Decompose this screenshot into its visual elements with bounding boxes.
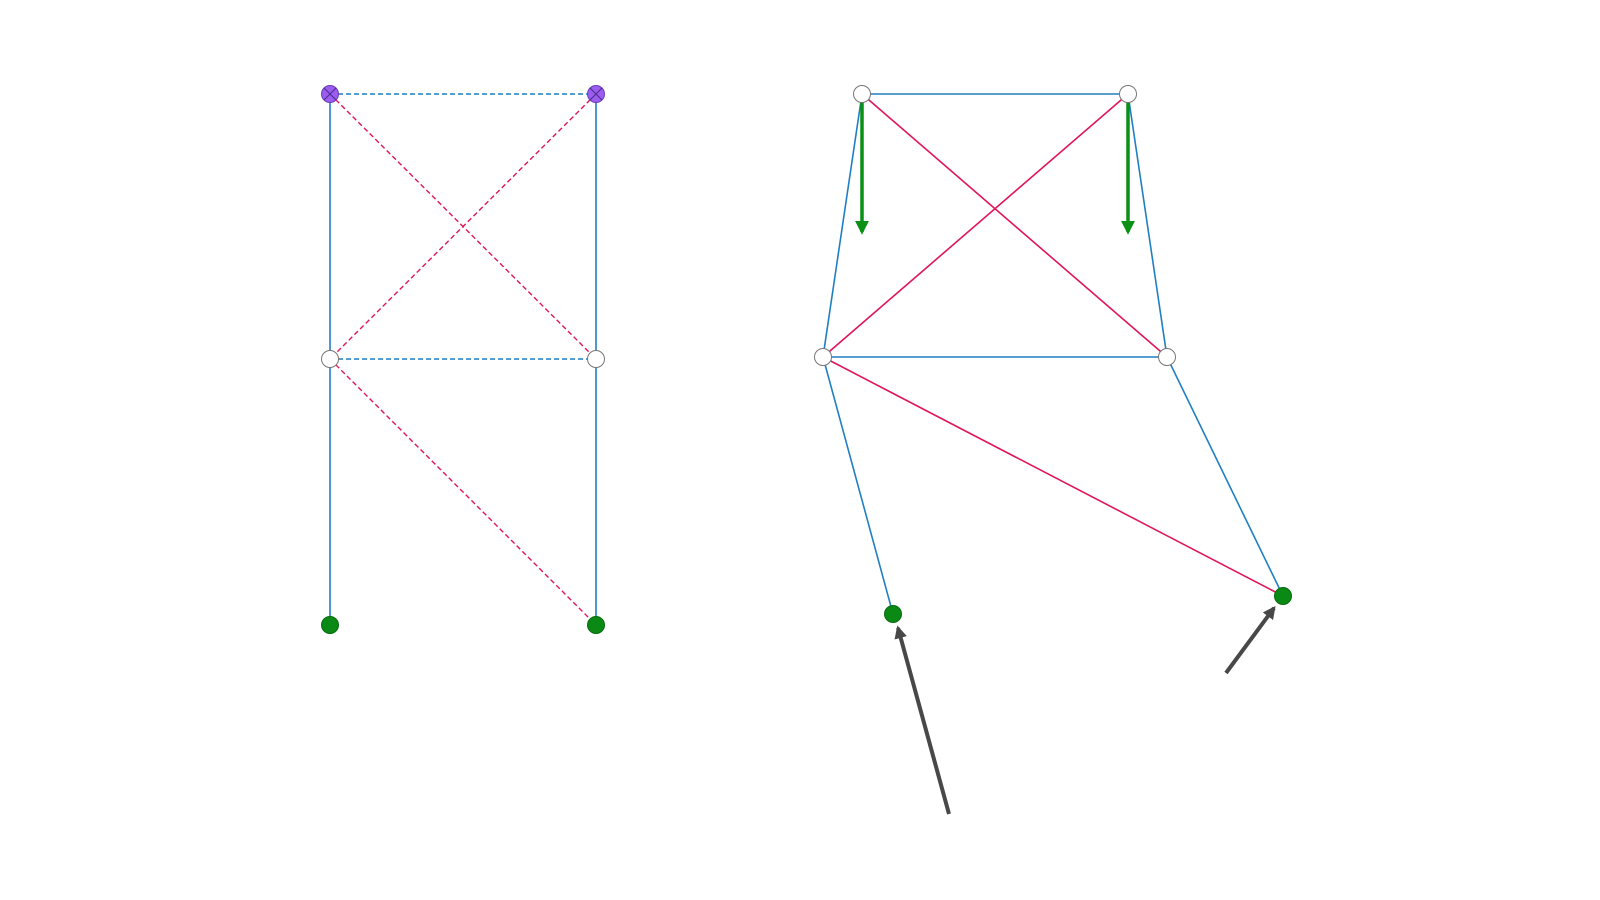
member-upper-diagonal-2	[329, 93, 597, 360]
reaction-arrow-icon	[894, 625, 951, 815]
member-lower-diagonal	[822, 356, 1284, 597]
member-diagonal-2	[822, 93, 1129, 358]
reaction-arrow-icon	[1224, 605, 1276, 675]
open-circle-node-icon[interactable]	[587, 350, 605, 368]
crossed-purple-node-icon[interactable]	[321, 85, 339, 103]
filled-green-support-icon[interactable]	[587, 616, 605, 634]
member-left-upper	[822, 93, 863, 358]
open-circle-node-icon[interactable]	[1119, 85, 1137, 103]
open-circle-node-icon[interactable]	[853, 85, 871, 103]
deformed-truss	[814, 85, 1292, 815]
open-circle-node-icon[interactable]	[814, 348, 832, 366]
open-circle-node-icon[interactable]	[1158, 348, 1176, 366]
member-lower-diagonal	[329, 358, 597, 626]
crossed-purple-node-icon[interactable]	[587, 85, 605, 103]
filled-green-support-icon[interactable]	[321, 616, 339, 634]
member-right-upper	[1127, 93, 1168, 358]
member-diagonal-1	[861, 93, 1168, 358]
open-circle-node-icon[interactable]	[321, 350, 339, 368]
member-left-lower	[822, 356, 894, 615]
undeformed-truss	[321, 85, 605, 634]
member-right-lower	[1166, 356, 1284, 597]
filled-green-support-icon[interactable]	[1274, 587, 1292, 605]
filled-green-support-icon[interactable]	[884, 605, 902, 623]
